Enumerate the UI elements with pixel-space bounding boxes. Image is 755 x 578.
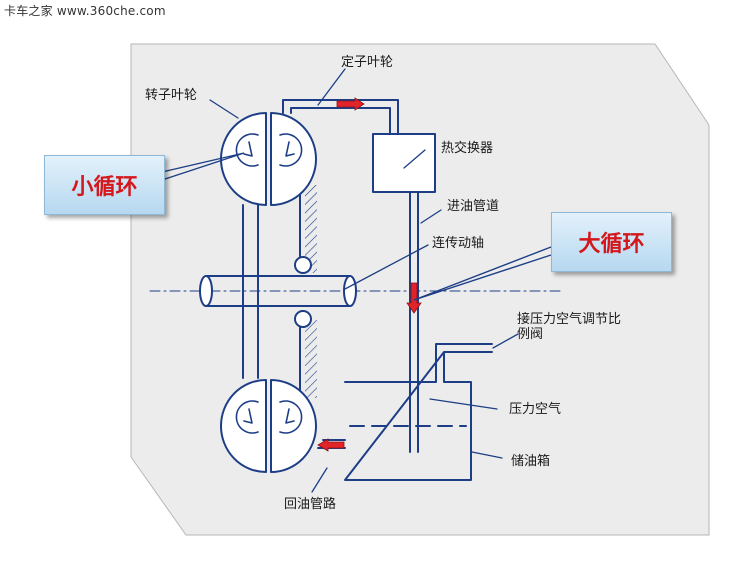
- oil-tank: [344, 343, 493, 481]
- label-inlet-pipe: 进油管道: [447, 199, 500, 214]
- callout-large-loop: 大循环: [551, 212, 672, 272]
- stator-wall-upper: [305, 185, 317, 273]
- callout-small-loop: 小循环: [44, 155, 165, 215]
- small-loop-pointer: [161, 152, 245, 181]
- large-loop-pointer: [413, 246, 552, 301]
- stator-impeller-lower: [270, 379, 317, 473]
- label-return-pipe: 回油管路: [284, 497, 337, 512]
- stator-impeller-upper: [270, 112, 317, 206]
- heat-exchanger: [372, 133, 436, 193]
- rotor-impeller-lower: [220, 379, 267, 473]
- bearing-upper: [294, 256, 312, 274]
- rotor-impeller-upper: [220, 112, 267, 206]
- label-pressure-regulator-2: 例阀: [517, 327, 544, 342]
- flow-arrow-inlet: [406, 282, 422, 314]
- connecting-shaft: [199, 275, 357, 307]
- stator-wall-lower: [305, 320, 317, 398]
- label-heat-exchanger: 热交换器: [441, 141, 494, 156]
- site-watermark: 卡车之家 www.360che.com: [4, 4, 166, 18]
- flow-arrow-top: [336, 97, 365, 111]
- bearing-lower: [294, 310, 312, 328]
- label-connecting-shaft: 连传动轴: [432, 236, 485, 251]
- diagram-panel: [130, 43, 710, 536]
- label-oil-tank: 储油箱: [511, 454, 551, 469]
- flow-arrow-return: [317, 438, 345, 452]
- outlet-pipe: [282, 99, 399, 135]
- label-pressurized-air: 压力空气: [509, 402, 562, 417]
- label-pressure-regulator-1: 接压力空气调节比: [517, 312, 622, 327]
- label-rotor-impeller: 转子叶轮: [145, 88, 198, 103]
- label-stator-impeller: 定子叶轮: [341, 55, 394, 70]
